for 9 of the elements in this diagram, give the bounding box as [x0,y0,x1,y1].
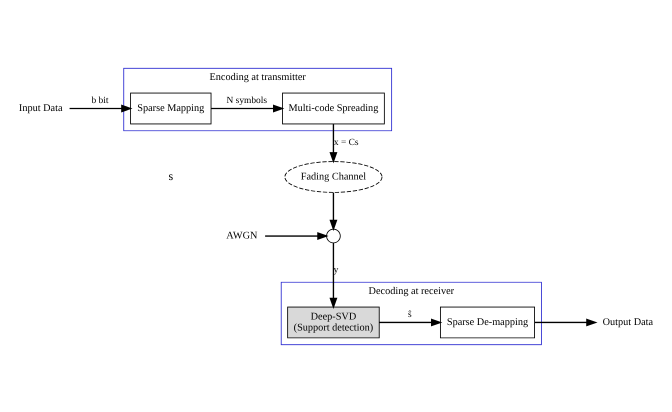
edge-label: y [334,265,338,276]
node-text: Input Data [18,102,63,114]
edge-label: x = Cs [334,138,359,148]
node-text: Output Data [602,316,654,328]
label: s [168,168,174,183]
edge-label: N symbols [226,96,268,106]
node-text: AWGN [226,230,258,242]
edge-label: ŝ [408,310,412,320]
edge-label: b bit [91,96,108,106]
